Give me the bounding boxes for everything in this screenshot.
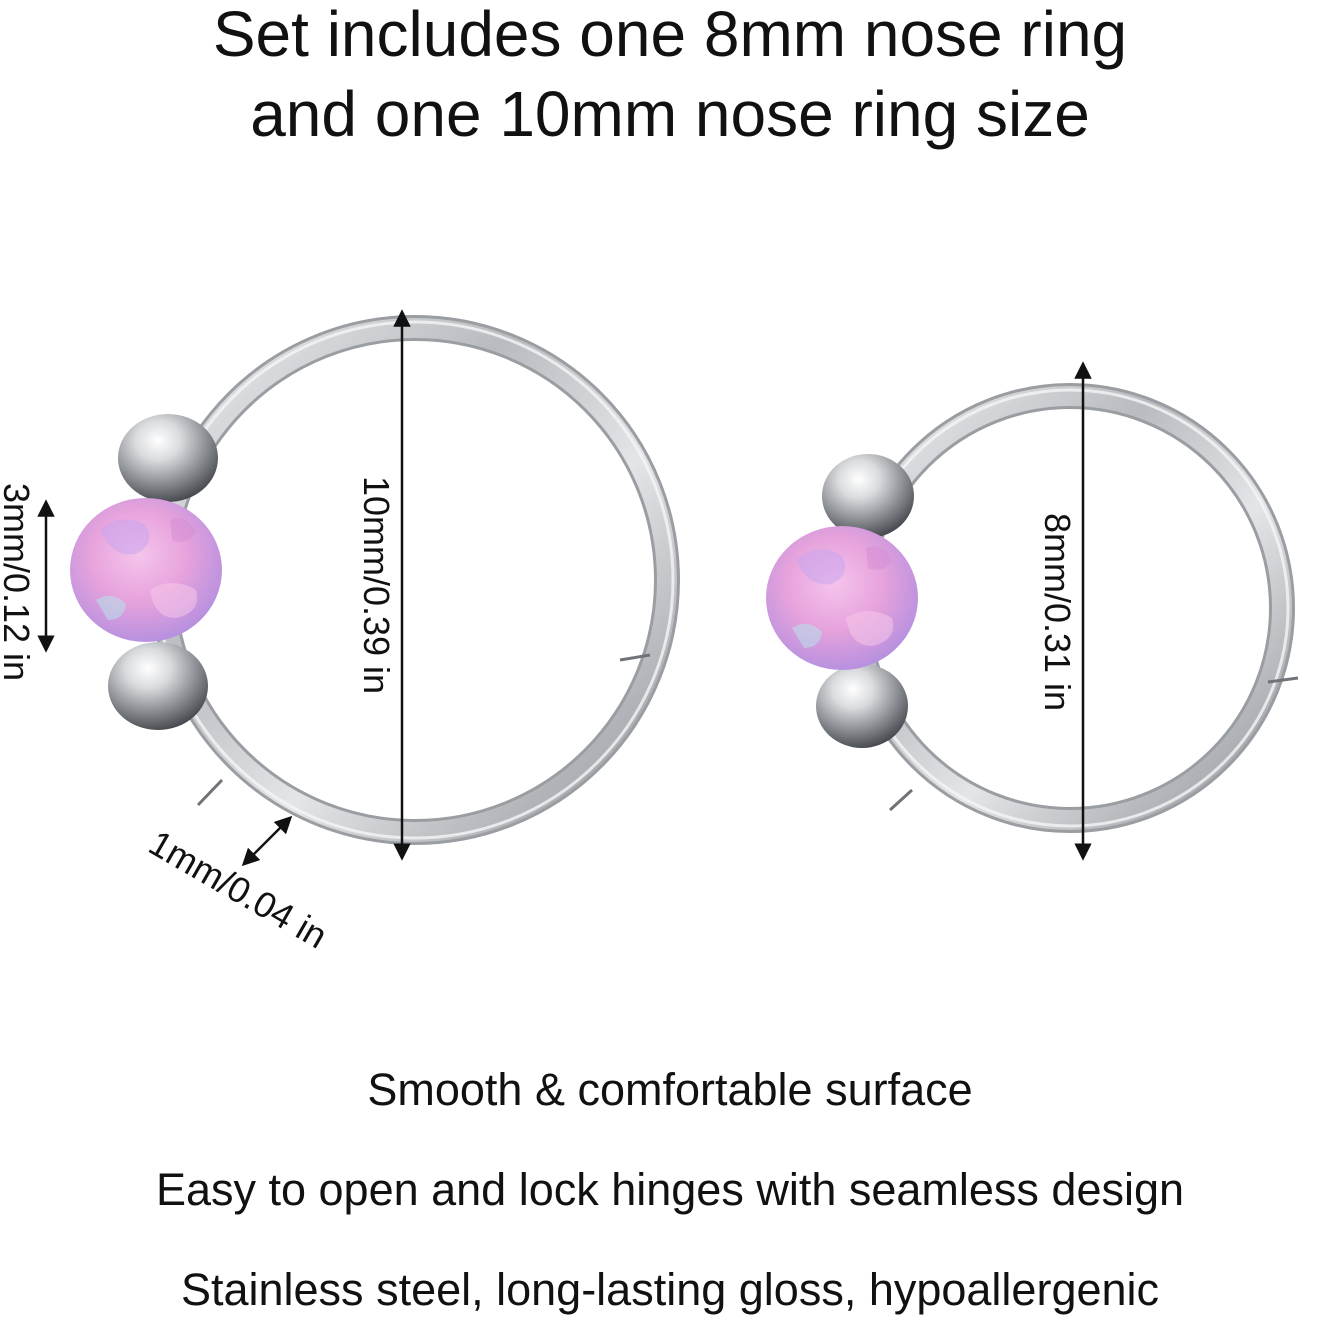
bead-size-label: 3mm/0.12 in — [0, 483, 37, 681]
large-ring-upper-ball — [118, 414, 218, 502]
small-ring-opal-bead — [766, 526, 918, 670]
large-ring-hinge — [619, 653, 651, 662]
headline-line-2: and one 10mm nose ring size — [250, 78, 1090, 150]
small-ring-hinge — [1267, 676, 1299, 684]
small-nose-ring — [766, 383, 1299, 833]
feature-stainless-steel: Stainless steel, long-lasting gloss, hyp… — [180, 1264, 1160, 1315]
headline-line-1: Set includes one 8mm nose ring — [212, 0, 1128, 70]
small-ring-lower-ball — [816, 664, 908, 748]
small-ring-upper-ball — [822, 454, 914, 538]
nose-ring-illustration: 10mm/0.39 in 8mm/0.31 in 3mm/0.12 in 1mm… — [0, 309, 1299, 957]
wire-thickness-label: 1mm/0.04 in — [142, 822, 334, 957]
large-nose-ring — [70, 315, 680, 845]
wire-thickness-arrow — [241, 815, 293, 867]
large-ring-lower-ball — [108, 642, 208, 730]
large-ring-opal-bead — [70, 498, 222, 642]
feature-easy-hinges: Easy to open and lock hinges with seamle… — [155, 1164, 1185, 1215]
small-ring-diameter-label: 8mm/0.31 in — [1037, 513, 1078, 711]
large-ring-diameter-label: 10mm/0.39 in — [356, 476, 397, 694]
feature-smooth-surface: Smooth & comfortable surface — [367, 1064, 973, 1115]
